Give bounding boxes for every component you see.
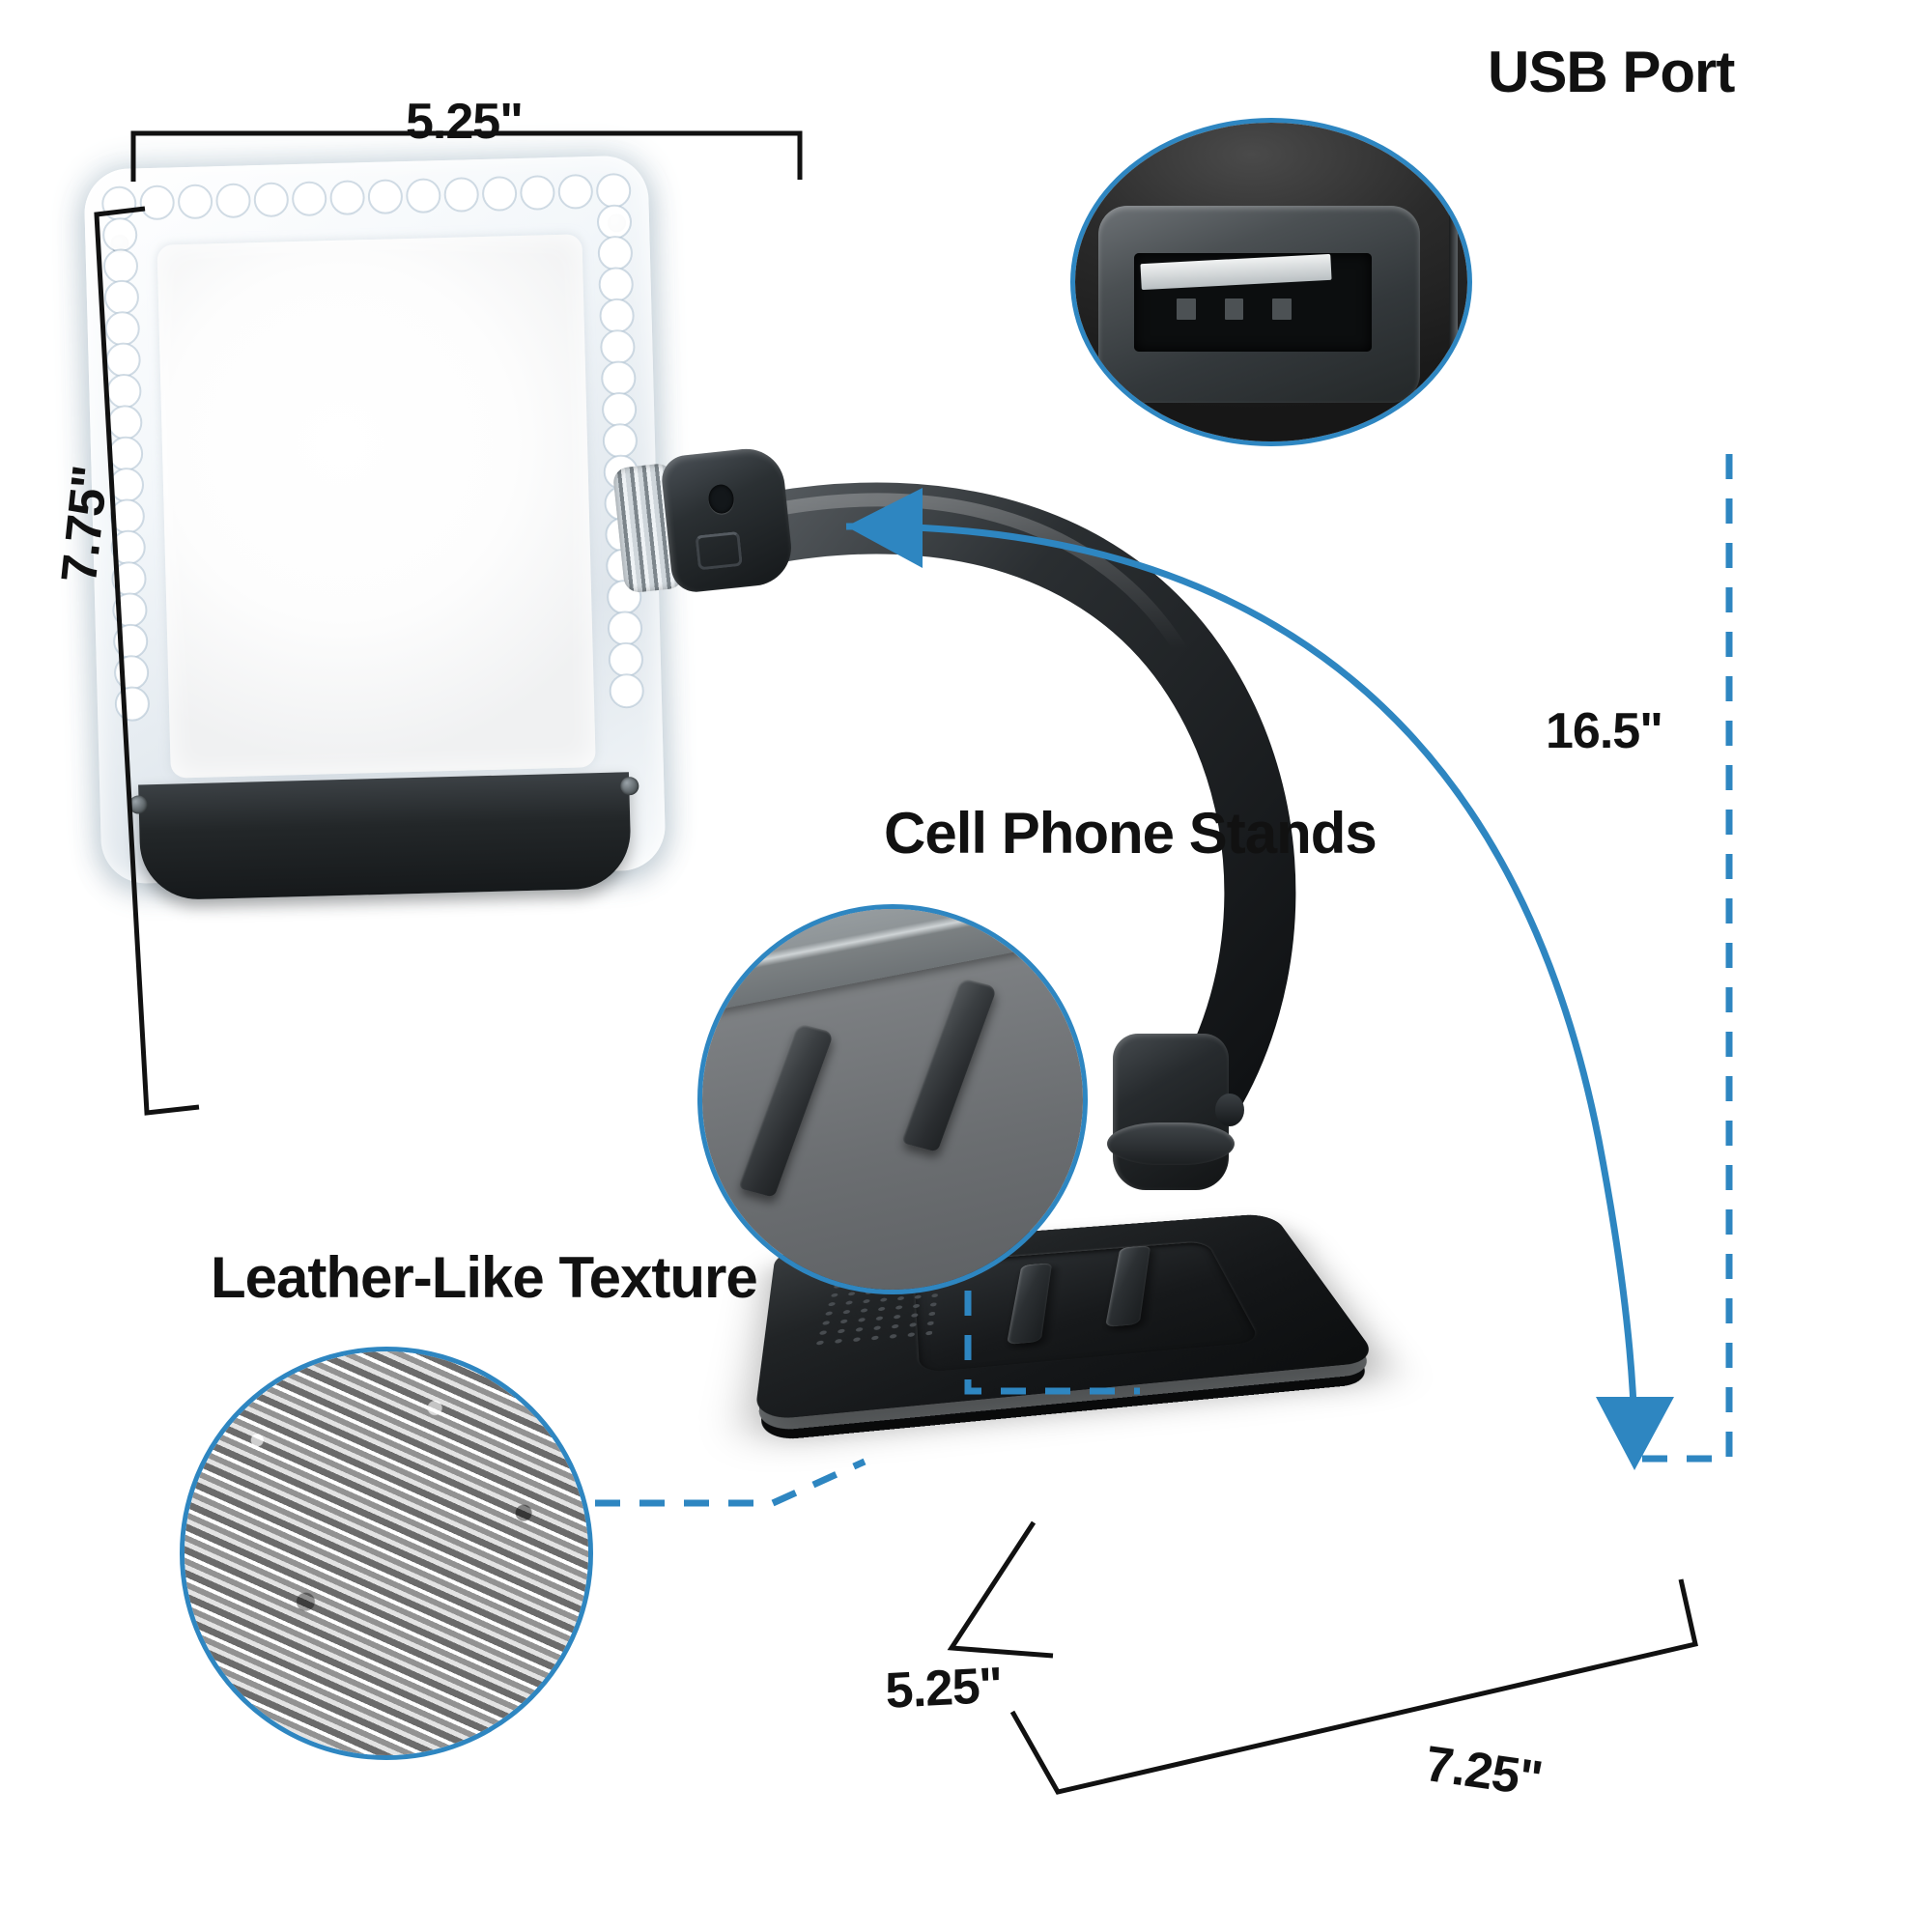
usb-port-photo <box>1075 123 1467 441</box>
leather-texture-detail-circle <box>180 1347 593 1760</box>
usb-contact-tongue <box>1140 253 1332 290</box>
arrow-down-icon <box>1596 1397 1674 1470</box>
dimension-head-height: 7.75" <box>50 463 120 586</box>
usb-housing-edge <box>1448 148 1458 416</box>
lamp-head <box>83 155 667 901</box>
joint-housing <box>659 444 795 595</box>
socket-housing <box>1113 1034 1229 1190</box>
lamp-head-bezel <box>138 772 633 901</box>
lamp-head-swivel-joint <box>611 444 795 600</box>
usb-port-housing <box>1098 205 1421 404</box>
usb-port-label: USB Port <box>1488 40 1735 104</box>
leather-leader-line <box>595 1458 867 1507</box>
phone-stand-ridge-detail <box>737 1023 835 1199</box>
light-diffuser-panel <box>156 234 596 779</box>
usb-pin <box>1271 298 1292 321</box>
dimension-base-depth: 5.25" <box>884 1657 1004 1719</box>
dimension-total-height: 16.5" <box>1546 703 1663 759</box>
phone-stand-ridge-detail <box>900 977 999 1153</box>
dimension-base-width: 7.25" <box>1421 1735 1546 1808</box>
dimension-head-width: 5.25" <box>406 94 524 150</box>
usb-port-opening <box>1133 252 1373 353</box>
usb-port-detail-circle <box>1070 118 1472 446</box>
socket-tension-knob[interactable] <box>1215 1094 1244 1126</box>
phone-stands-detail-circle <box>697 904 1088 1294</box>
socket-collar <box>1107 1122 1235 1165</box>
usb-leader-line <box>1642 454 1733 1463</box>
leather-texture-label: Leather-Like Texture <box>211 1245 758 1310</box>
base-gooseneck-socket <box>1107 1034 1244 1190</box>
phone-stands-label: Cell Phone Stands <box>884 801 1378 866</box>
leather-texture-photo <box>185 1351 588 1755</box>
joint-latch-tab <box>695 530 743 571</box>
arrow-left-icon <box>846 488 923 568</box>
usb-pin <box>1177 298 1196 321</box>
base-edge-highlight <box>702 909 1083 1017</box>
usb-pin <box>1224 298 1244 321</box>
phone-stands-photo <box>702 909 1083 1290</box>
